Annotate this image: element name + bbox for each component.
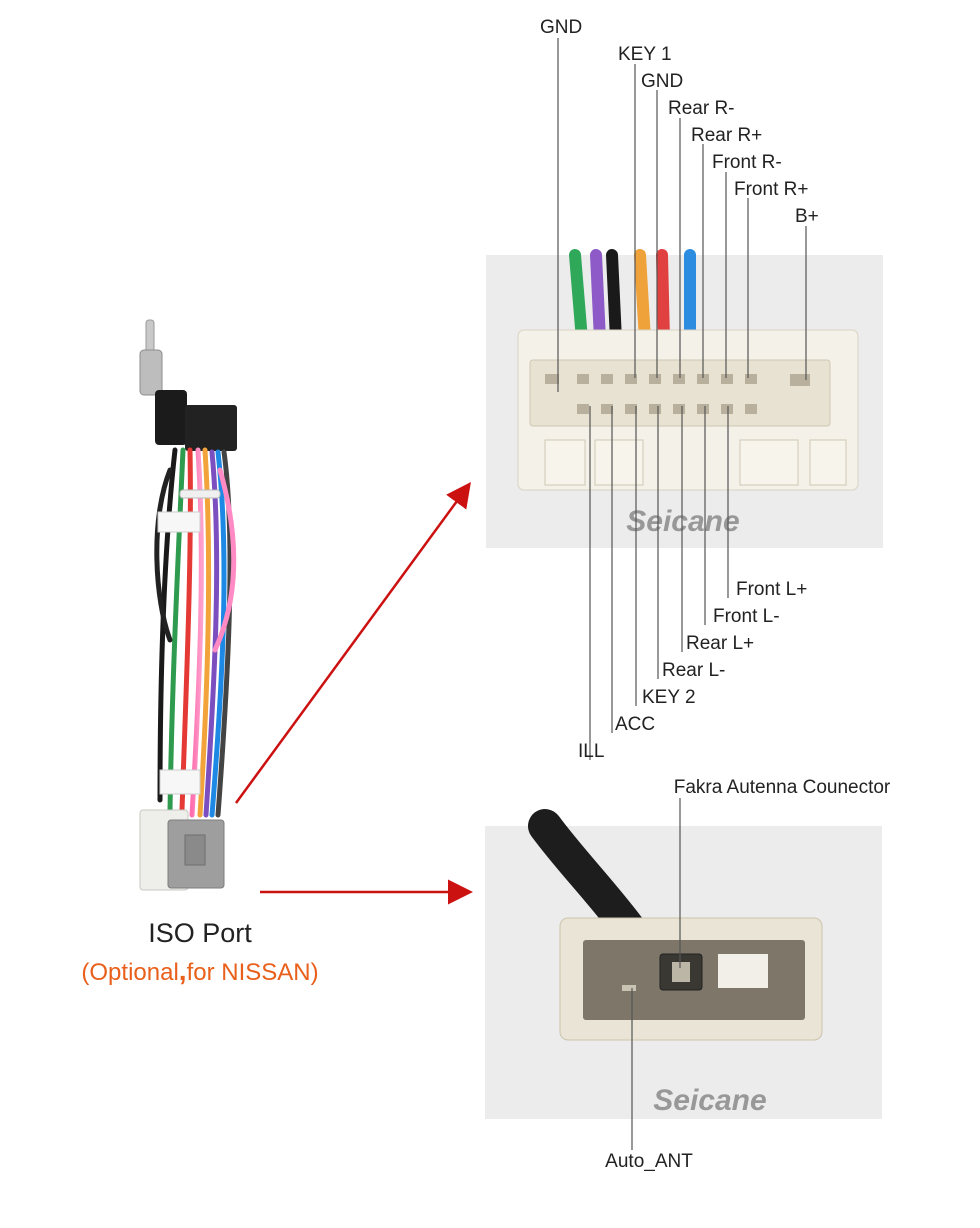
antenna-connector-photo: Seicane xyxy=(485,809,882,1119)
label-front-l-minus: Front L- xyxy=(713,606,780,627)
label-gnd-2: GND xyxy=(641,71,683,92)
label-acc: ACC xyxy=(615,714,655,735)
arrow-to-main-connector xyxy=(234,481,471,804)
wire-label-tag xyxy=(157,511,201,533)
label-front-l-plus: Front L+ xyxy=(736,579,807,600)
label-rear-r-minus: Rear R- xyxy=(668,98,735,119)
label-front-r-plus: Front R+ xyxy=(734,179,808,200)
caption-iso-port: ISO Port xyxy=(148,918,252,948)
wire-tie xyxy=(179,489,221,499)
bottom-pin-label-texts: Front L+ Front L- Rear L+ Rear L- KEY 2 … xyxy=(578,579,807,762)
caption-note-comma: , xyxy=(179,955,187,986)
top-pin-labels xyxy=(557,38,807,392)
antenna-cable xyxy=(528,809,647,947)
label-front-r-minus: Front R- xyxy=(712,152,782,173)
antenna-plug-sleeve xyxy=(155,390,187,445)
caption-note-rest: for NISSAN) xyxy=(187,959,319,986)
antenna-brand-watermark: Seicane xyxy=(653,1084,766,1117)
connector-clip xyxy=(184,834,206,866)
main-brand-watermark: Seicane xyxy=(626,505,739,538)
label-b-plus: B+ xyxy=(795,206,819,227)
wire-bundle xyxy=(154,447,237,818)
caption-note-open: (Optional xyxy=(81,959,178,986)
label-key-1: KEY 1 xyxy=(618,44,672,65)
label-rear-l-minus: Rear L- xyxy=(662,660,725,681)
antenna-plug-body xyxy=(139,349,163,396)
top-pin-label-texts: GND KEY 1 GND Rear R- Rear R+ Front R- F… xyxy=(540,17,819,227)
wire-label-tag-lower xyxy=(159,769,201,795)
label-key-2: KEY 2 xyxy=(642,687,696,708)
main-connector-tabs xyxy=(544,439,847,486)
label-rear-l-plus: Rear L+ xyxy=(686,633,754,654)
main-connector-wires xyxy=(569,249,696,346)
iso-plug-top xyxy=(185,405,237,451)
label-gnd-1: GND xyxy=(540,17,582,38)
label-auto-ant: Auto_ANT xyxy=(605,1151,693,1172)
caption-optional-note: (Optional,for NISSAN) xyxy=(81,955,318,986)
bottom-pin-labels xyxy=(589,406,729,760)
antenna-window xyxy=(718,954,768,988)
antenna-fakra-pin xyxy=(672,962,690,982)
label-ill: ILL xyxy=(578,741,604,762)
label-fakra-connector: Fakra Autenna Counector xyxy=(674,777,891,798)
main-connector-pins-bottom xyxy=(577,404,757,414)
antenna-small-pin xyxy=(622,985,636,991)
main-connector-pins-top xyxy=(545,374,810,386)
label-rear-r-plus: Rear R+ xyxy=(691,125,762,146)
harness-illustration xyxy=(139,319,237,891)
main-connector-photo: Seicane xyxy=(486,249,883,548)
